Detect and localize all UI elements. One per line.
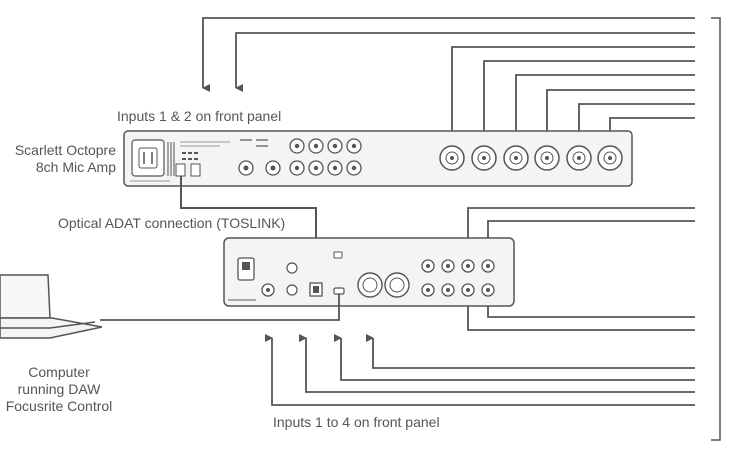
label-computer: Computer running DAW Focusrite Control bbox=[0, 364, 118, 415]
midi-port-icon bbox=[357, 272, 383, 298]
xlr-combo-connector-icon bbox=[503, 145, 529, 171]
xlr-combo-connector-icon bbox=[534, 145, 560, 171]
laptop-icon bbox=[0, 274, 103, 339]
label-octopre-line2: 8ch Mic Amp bbox=[35, 159, 116, 175]
xlr-combo-connector-icon bbox=[471, 145, 497, 171]
label-octopre-name: Scarlett Octopre 8ch Mic Amp bbox=[15, 142, 116, 176]
label-inputs-front-octopre: Inputs 1 & 2 on front panel bbox=[117, 108, 282, 124]
xlr-combo-connector-icon bbox=[439, 145, 465, 171]
jack-socket-icon bbox=[286, 284, 298, 296]
octopre-rear-panel bbox=[123, 130, 633, 187]
right-bracket bbox=[711, 17, 721, 441]
usb-port-icon bbox=[333, 287, 345, 295]
kensington-slot-icon bbox=[333, 251, 343, 259]
xlr-inputs bbox=[439, 145, 623, 171]
interface-rear-panel bbox=[223, 237, 515, 307]
label-adat-connection: Optical ADAT connection (TOSLINK) bbox=[58, 215, 286, 231]
label-octopre-line1: Scarlett Octopre bbox=[14, 142, 116, 158]
label-computer-line3: Focusrite Control bbox=[5, 398, 113, 414]
usb-cable bbox=[100, 294, 340, 321]
label-computer-line1: Computer bbox=[28, 364, 90, 380]
xlr-combo-connector-icon bbox=[566, 145, 592, 171]
xlr-combo-connector-icon bbox=[597, 145, 623, 171]
power-inlet-icon bbox=[131, 139, 165, 177]
interface-input-cables bbox=[265, 334, 695, 406]
adat-out-port-icon bbox=[175, 163, 186, 177]
jack-socket-icon bbox=[286, 262, 298, 274]
label-inputs-front-interface: Inputs 1 to 4 on front panel bbox=[273, 414, 440, 430]
adat-in-port-icon bbox=[190, 163, 201, 177]
label-computer-line2: running DAW bbox=[17, 381, 101, 397]
vent-icon bbox=[167, 142, 175, 176]
octopre-input-cables bbox=[202, 17, 695, 144]
midi-port-icon bbox=[384, 272, 410, 298]
